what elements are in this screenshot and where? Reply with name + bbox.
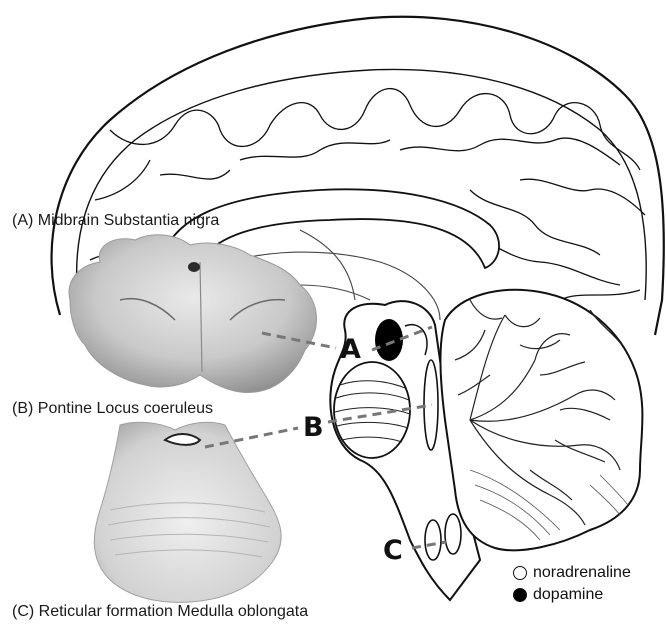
label-a: (A) Midbrain Substantia nigra xyxy=(12,213,219,229)
pontine-section xyxy=(94,422,281,602)
marker-c: C xyxy=(383,537,403,564)
legend-label: dopamine xyxy=(533,587,603,603)
midbrain-section xyxy=(69,235,316,393)
legend-item-dopamine: dopamine xyxy=(513,587,603,603)
label-c: (C) Reticular formation Medulla oblongat… xyxy=(12,604,308,620)
filled-circle-icon xyxy=(513,588,527,602)
dopamine-nucleus xyxy=(375,319,403,361)
legend-label: noradrenaline xyxy=(533,565,631,581)
legend-item-noradrenaline: noradrenaline xyxy=(513,565,631,581)
pons xyxy=(334,362,410,458)
marker-b: B xyxy=(303,414,324,441)
open-circle-icon xyxy=(513,566,527,580)
noradrenaline-nucleus-c xyxy=(425,520,441,560)
marker-a: A xyxy=(340,336,361,363)
label-b: (B) Pontine Locus coeruleus xyxy=(12,401,213,417)
